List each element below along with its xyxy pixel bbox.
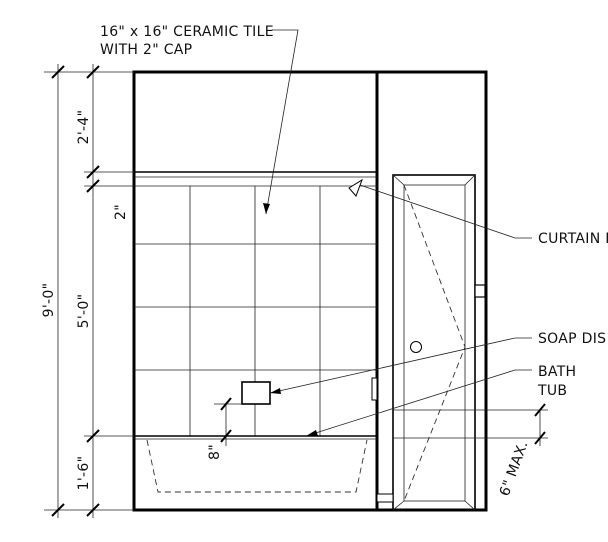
middle-dimension-label: 5'-0" [76,294,92,329]
soap-dish-label: SOAP DIS [538,331,606,347]
eight-inch-dimension [214,397,242,446]
cap-dimension-label: 2" [113,204,129,220]
tile-leader [265,29,299,215]
bathtub-label-line2: TUB [537,383,567,399]
tile-label-line2: WITH 2" CAP [100,42,192,58]
tile-label-line1: 16" x 16" CERAMIC TILE [100,24,274,40]
six-inch-max-dimension [475,403,548,446]
soap-leader-arrow [270,388,281,394]
eight-inch-label: 8" [207,444,223,460]
top-dimension-label: 2'-4" [76,110,92,145]
curtain-rod-bracket [348,178,363,197]
door-panel [376,174,486,511]
tile-leader-arrow [263,203,270,214]
inner-dimension [84,64,134,518]
bathtub-label-line1: BATH [538,364,576,380]
tub-leader-arrow [306,430,318,436]
curtain-leader [359,184,532,239]
wall-frame [132,70,488,512]
soap-leader [269,337,532,394]
door-knob [410,341,422,353]
overall-dimension-label: 9'-0" [41,283,57,318]
bathtub-basin [146,439,368,493]
overall-dimension [44,64,134,518]
tile-grid [134,186,377,436]
tub-leader [305,369,532,437]
door-hinge [474,284,486,298]
faucet-fixture [371,377,378,401]
soap-dish [241,381,271,405]
curtain-rod-label: CURTAIN R [538,231,608,247]
door-stop [376,493,394,503]
six-inch-max-label: 6" MAX. [497,439,532,499]
bottom-dimension-label: 1'-6" [76,456,92,491]
